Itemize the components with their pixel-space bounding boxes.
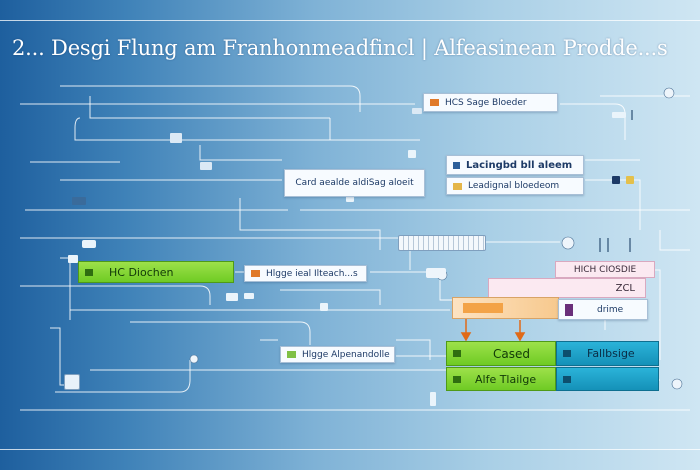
gear-icon — [453, 182, 462, 190]
lock-icon — [453, 350, 461, 357]
monitor-icon — [563, 375, 571, 383]
bottom-rule — [0, 449, 700, 450]
node-label: Lacingbd bll aleem — [466, 159, 573, 171]
node-zcl[interactable]: ZCL — [488, 278, 646, 298]
node-hich-closdie[interactable]: HICH CIOSDIE — [555, 261, 655, 278]
monitor-icon — [563, 350, 571, 357]
top-rule — [0, 20, 700, 21]
monitor-icon — [453, 161, 460, 169]
node-fallbsige[interactable]: Fallbsige — [556, 341, 659, 366]
node-label: Hlgge ieal Ilteach...s — [266, 268, 358, 279]
node-hcs-stage-blocker[interactable]: HCS Sage Bloeder — [423, 93, 558, 112]
node-drime[interactable]: drime — [558, 299, 648, 320]
node-label: Fallbsige — [587, 347, 635, 360]
node-label: ZCL — [615, 282, 635, 294]
node-label: Alfe Tlailge — [475, 372, 537, 386]
node-leadingbd-bilaleem[interactable]: Lacingbd bll aleem — [446, 155, 584, 175]
node-label: Hlgge Alpenandolle — [302, 349, 390, 360]
node-alfe-tlailge[interactable]: Alfe Tlailge — [446, 367, 556, 391]
node-label: Leadignal bloedeom — [468, 181, 560, 191]
node-leadignal-bloedeom[interactable]: Leadignal bloedeom — [446, 177, 584, 195]
node-hlgge-alpenando[interactable]: Hlgge Alpenandolle — [280, 346, 395, 363]
node-label: Cased — [493, 346, 530, 361]
node-teal-bottom[interactable] — [556, 367, 659, 391]
lock-icon — [85, 268, 93, 276]
plug-icon — [430, 99, 439, 106]
gear-icon — [287, 351, 296, 358]
node-peach-block[interactable] — [452, 297, 559, 319]
node-label: HCS Sage Bloeder — [445, 97, 527, 108]
cable-icon — [251, 270, 260, 277]
node-label: drime — [597, 304, 624, 315]
barcode-strip-icon — [398, 235, 486, 251]
plug-icon — [463, 303, 503, 313]
node-label: HICH CIOSDIE — [573, 264, 637, 275]
node-label: Card aealde aldiSag aloeit — [295, 178, 414, 188]
diagram-title: 2... Desgi Flung am Franhonmeadfincl | A… — [12, 36, 668, 60]
terminal-port-icon — [64, 374, 80, 390]
node-cased[interactable]: Cased — [446, 341, 556, 366]
node-hlgge-ieal[interactable]: Hlgge ieal Ilteach...s — [244, 265, 367, 282]
cable-icon — [565, 303, 573, 316]
node-card-asealde[interactable]: Card aealde aldiSag aloeit — [284, 169, 425, 197]
node-label: HC Diochen — [109, 265, 174, 279]
node-hc-diochen[interactable]: HC Diochen — [78, 261, 234, 283]
lock-icon — [453, 375, 461, 383]
